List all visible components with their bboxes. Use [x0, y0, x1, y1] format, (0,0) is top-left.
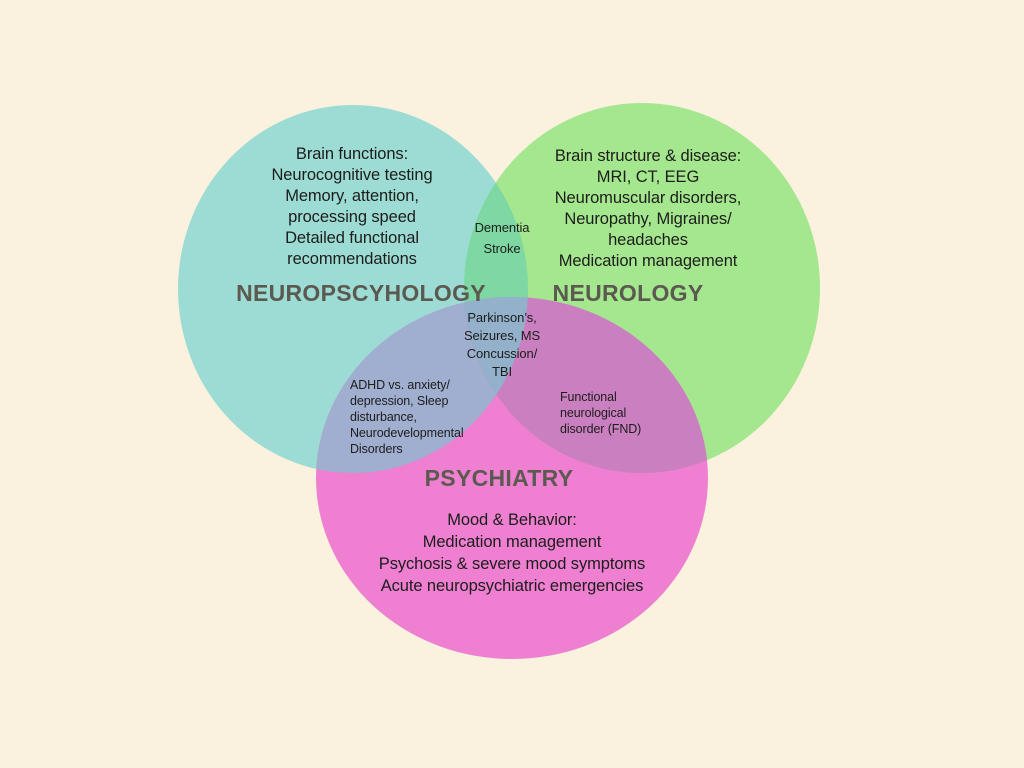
- text-line: Functional: [560, 390, 617, 404]
- overlap-neuropsychology-psychiatry: [316, 297, 528, 473]
- text-line: Neuromuscular disorders,: [554, 189, 742, 207]
- text-line: Detailed functional: [285, 229, 419, 247]
- overlap-neurology-psychiatry-text: Functional neurological disorder (FND): [560, 389, 690, 437]
- text-line: Dementia: [474, 220, 530, 235]
- text-line: TBI: [492, 364, 512, 379]
- text-line: Mood & Behavior:: [447, 511, 577, 529]
- text-line: Seizures, MS: [463, 328, 541, 343]
- text-line: Concussion/: [466, 346, 538, 361]
- text-line: Medication management: [422, 533, 602, 551]
- neuropsychology-body-text: Brain functions: Neurocognitive testing …: [212, 144, 492, 270]
- text-line: ADHD vs. anxiety/: [350, 378, 450, 392]
- text-line: disorder (FND): [560, 422, 642, 436]
- text-line: disturbance,: [350, 410, 417, 424]
- neurology-body-text: Brain structure & disease: MRI, CT, EEG …: [508, 146, 788, 272]
- text-line: recommendations: [287, 250, 417, 268]
- overlap-neuropsychology-psychiatry-text: ADHD vs. anxiety/ depression, Sleep dist…: [350, 377, 490, 457]
- text-line: depression, Sleep: [350, 394, 449, 408]
- text-line: Stroke: [483, 241, 521, 256]
- text-line: Neurodevelopmental: [350, 426, 464, 440]
- psychiatry-body-text: Mood & Behavior: Medication management P…: [342, 509, 682, 597]
- text-line: neurological: [560, 406, 627, 420]
- text-line: MRI, CT, EEG: [596, 168, 700, 186]
- text-line: Brain structure & disease:: [554, 147, 742, 165]
- overlap-neuropsychology-neurology-text: Dementia Stroke: [442, 217, 562, 259]
- text-line: Medication management: [558, 252, 738, 270]
- overlap-neurology-psychiatry: [464, 297, 708, 473]
- text-line: Parkinson’s,: [467, 310, 537, 325]
- text-line: processing speed: [288, 208, 416, 226]
- neuropsychology-title: NEUROPSCYHOLOGY: [236, 280, 486, 306]
- overlap-all-three-text: Parkinson’s, Seizures, MS Concussion/ TB…: [437, 309, 567, 381]
- text-line: Neuropathy, Migraines/: [564, 210, 732, 228]
- text-line: Acute neuropsychiatric emergencies: [380, 577, 644, 595]
- text-line: Neurocognitive testing: [271, 166, 433, 184]
- text-line: Brain functions:: [295, 145, 409, 163]
- text-line: Memory, attention,: [285, 187, 419, 205]
- psychiatry-title: PSYCHIATRY: [424, 465, 574, 491]
- text-line: Disorders: [350, 442, 403, 456]
- neurology-title: NEUROLOGY: [552, 280, 704, 306]
- text-line: headaches: [608, 231, 688, 249]
- text-line: Psychosis & severe mood symptoms: [378, 555, 646, 573]
